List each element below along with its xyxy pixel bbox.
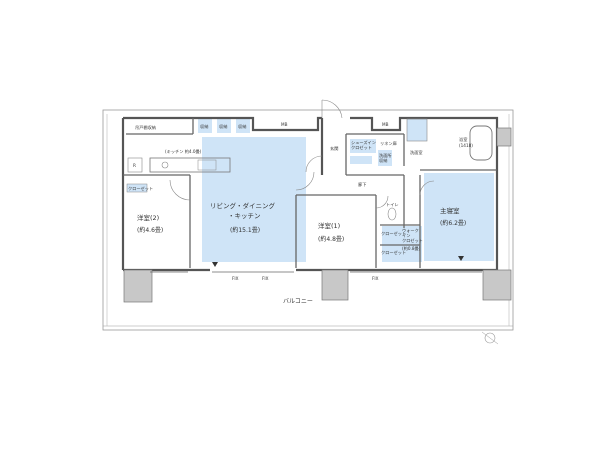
storage-label-3: 収納 (238, 123, 246, 130)
linen-highlight (350, 156, 372, 164)
living-label-1: リビング・ダイニング (210, 201, 276, 210)
pantry-label-1: 洗面所 (379, 152, 392, 159)
doors (169, 99, 435, 209)
senmen-label: 洗面室 (410, 149, 423, 156)
closet-w1-label: クローゼット (381, 230, 406, 237)
closet-w2-outline (126, 183, 148, 193)
compass-icon (484, 332, 496, 344)
closet-w2-label: クローゼット (128, 185, 153, 192)
direction-marker-living (212, 262, 218, 267)
toilet-label: トイレ (386, 202, 399, 207)
linen-label: リネン庫 (380, 140, 397, 147)
fix-label-2: FIX (262, 276, 269, 281)
genkan-label: 玄関 (330, 145, 338, 152)
bathtub (469, 125, 493, 161)
bath-size: (1418) (459, 143, 473, 148)
walkin-highlight (382, 226, 422, 262)
mb-label-2: MB (382, 122, 389, 127)
refrig-label: R (133, 163, 136, 168)
column-top-right (496, 127, 512, 147)
rouka-label: 廊下 (358, 181, 366, 188)
storage-highlight-2 (217, 119, 231, 133)
master-area: (約6.2畳) (440, 219, 466, 227)
walkin-label-1: ウォーク (402, 227, 419, 234)
western2-area: (約4.6畳) (137, 226, 163, 234)
shoes-label-2: クロゼット (351, 144, 372, 151)
column-mid (321, 269, 349, 301)
living-highlight (202, 137, 306, 262)
master-highlight (424, 173, 494, 261)
pantry-label-2: 収納 (379, 157, 387, 164)
bath-highlight (407, 119, 427, 141)
fix-label-3: FIX (372, 276, 379, 281)
storage-label-1: 収納 (200, 123, 208, 130)
storage-label-2: 収納 (219, 123, 227, 130)
kitchen-counter (149, 157, 231, 173)
column-right (482, 269, 512, 301)
western1-label: 洋室(1) (318, 221, 340, 230)
master-label: 主寝室 (440, 206, 460, 215)
living-label-2: ・キッチン (228, 212, 261, 220)
stove (197, 159, 217, 171)
balcony-outline (102, 109, 514, 331)
compass-needle (481, 331, 499, 345)
shoes-label-1: シューズイン (351, 139, 376, 146)
fridge (127, 157, 143, 173)
kitchen-cab-label: 吊戸棚収納 (135, 124, 156, 131)
washbasin (406, 118, 428, 142)
closet-w1-label-2: クローゼット (381, 249, 406, 256)
interior-walls (123, 118, 497, 268)
toilet-bowl (387, 207, 397, 221)
sink (161, 161, 169, 169)
fix-label-1: FIX (232, 276, 239, 281)
closet-highlight-w2 (127, 184, 147, 192)
shoes-highlight (350, 139, 376, 153)
walkin-area: (約0.8畳) (402, 245, 421, 252)
column-left (123, 269, 153, 303)
walkin-label-3: クロゼット (402, 237, 423, 244)
mb-label: MB (281, 122, 288, 127)
kitchen-label: (キッチン 約4.0畳) (165, 148, 202, 155)
storage-highlight-1 (198, 119, 212, 133)
bath-label: 浴室 (459, 136, 467, 143)
direction-marker-master (458, 256, 464, 261)
pantry-highlight (378, 150, 392, 166)
walkin-label-2: イン (402, 233, 410, 238)
western1-area: (約4.8畳) (318, 235, 344, 243)
balcony-label: バルコニー (283, 298, 313, 305)
western2-label: 洋室(2) (137, 213, 159, 222)
living-area: (約15.1畳) (230, 226, 260, 234)
storage-highlight-3 (236, 119, 250, 133)
